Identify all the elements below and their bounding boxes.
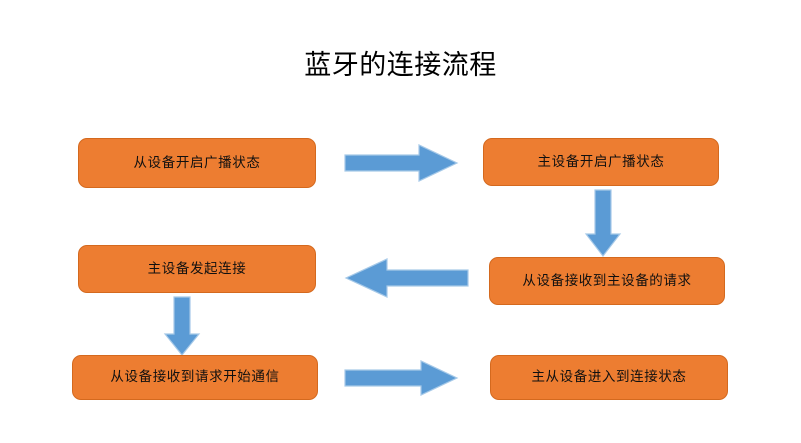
flow-node-label: 主从设备进入到连接状态 — [531, 369, 687, 385]
flow-node-master-start-advertising[interactable]: 主设备开启广播状态 — [483, 138, 719, 186]
arrow-down-left — [163, 296, 201, 356]
arrow-left-middle — [344, 258, 469, 298]
flow-node-slave-received-master-request[interactable]: 从设备接收到主设备的请求 — [489, 257, 725, 305]
flow-node-label: 从设备开启广播状态 — [133, 154, 261, 170]
arrow-right-bottom — [344, 360, 459, 396]
flow-node-both-devices-connected[interactable]: 主从设备进入到连接状态 — [490, 355, 728, 400]
arrow-right-top — [344, 144, 459, 182]
flow-node-label: 主设备开启广播状态 — [537, 153, 665, 169]
flow-node-label: 主设备发起连接 — [147, 260, 247, 276]
flow-node-master-initiate-connection[interactable]: 主设备发起连接 — [78, 245, 316, 293]
flow-node-label: 从设备接收到主设备的请求 — [522, 272, 692, 288]
flow-node-slave-start-advertising[interactable]: 从设备开启广播状态 — [78, 138, 316, 188]
arrow-down-right — [584, 189, 622, 257]
page-title: 蓝牙的连接流程 — [304, 50, 497, 80]
flow-node-label: 从设备接收到请求开始通信 — [110, 369, 280, 385]
flow-node-slave-received-request-start-comm[interactable]: 从设备接收到请求开始通信 — [72, 355, 318, 400]
